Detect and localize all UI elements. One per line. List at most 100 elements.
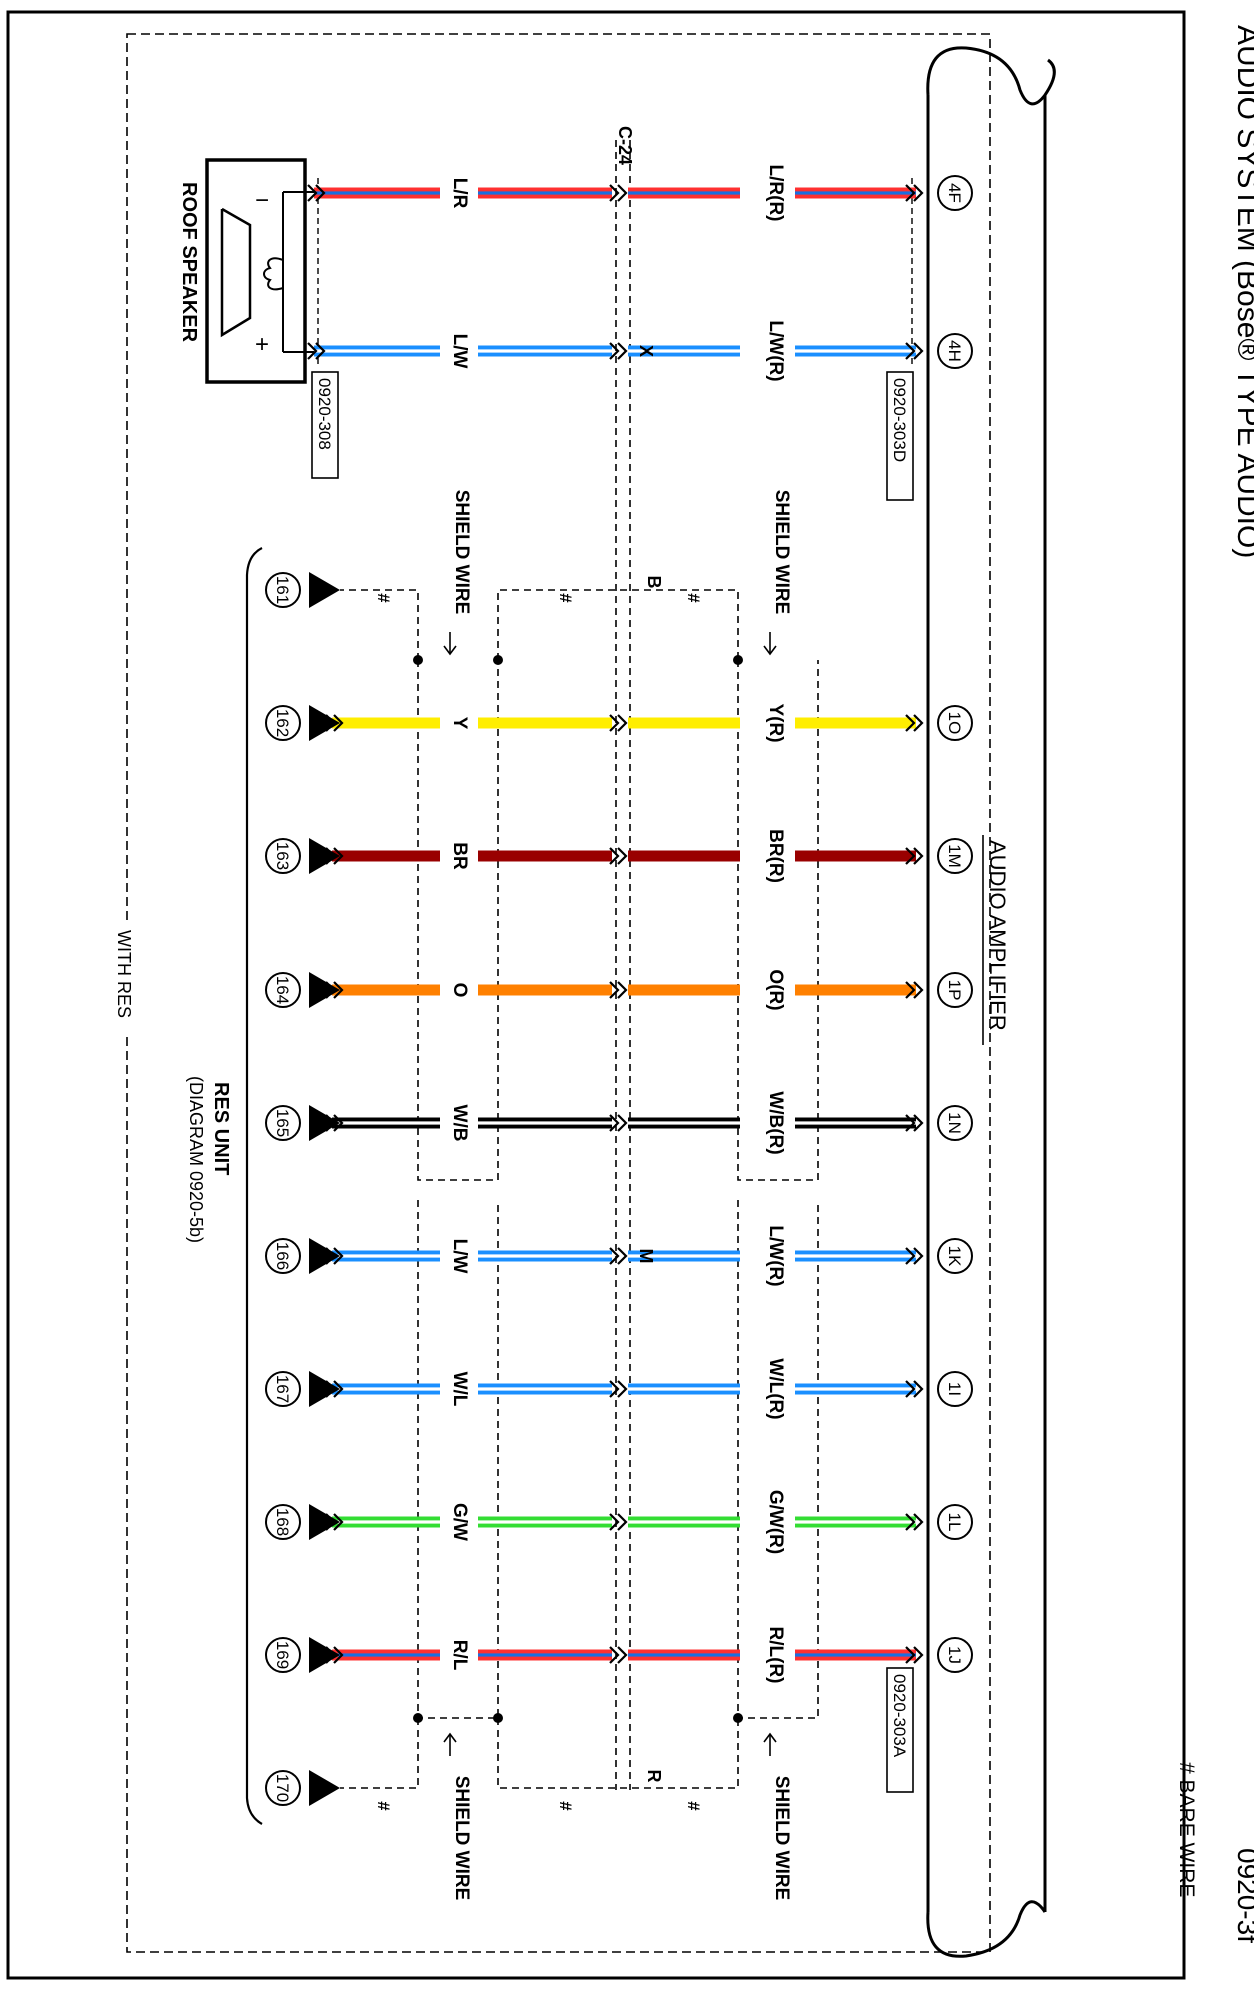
res-wire-1m-chevron-0 [905,847,924,865]
res-pin-170-label-group: 170 [273,1774,292,1802]
shield-res-lower-box [417,1200,499,1719]
res-wire-1l-left-label: G/W [449,1503,470,1541]
res-pin-163-label: 163 [273,842,292,870]
speaker-wire-4f-chevron-1 [609,184,628,202]
connector-tag-amp-top: 0920-303D [886,371,914,501]
res-pin-162-triangle [309,705,340,741]
res-wire-1l-tracer-2 [478,1520,612,1524]
speaker-wire-4f-left-label: L/R [449,178,470,209]
res-pin-165-triangle [309,1105,340,1141]
shield-junction-dot-0 [413,655,423,665]
res-wire-1k-joint-pin-group: M [636,1249,656,1264]
res-pin-164-label: 164 [273,976,292,1004]
speaker-coil [263,257,284,291]
joint-pin-top: B [644,576,664,589]
amp-pin-1o-label-group: 1O [945,712,964,735]
amp-pin-1n-label: 1N [945,1112,964,1134]
res-pin-167-circle [265,1371,301,1407]
bare-wire-top-res [340,589,419,660]
bare-wire-bottom-mid [497,1718,739,1789]
res-pin-166-label-group: 166 [273,1242,292,1270]
speaker-wire-4h-left-label-group: L/W [449,334,470,369]
res-pin-162-label: 162 [273,709,292,737]
res-wire-1l-left-label-group: G/W [449,1503,470,1541]
speaker-wire-4f-chevron-2 [307,184,326,202]
bare-mark-5: # [684,1801,703,1811]
res-wire-1i-right-label-group: W/L(R) [765,1358,786,1419]
res-wire-1p-segment-1 [628,984,740,996]
amp-pin-4f-label-group: 4F [945,183,964,203]
amp-pin-4f-label: 4F [945,183,964,203]
res-wire-1k-joint-pin: M [636,1249,656,1264]
res-pin-169-label: 169 [273,1641,292,1669]
res-pin-168-label-group: 168 [273,1508,292,1536]
bare-mark-0-group: # [374,593,393,603]
res-pin-163-label-group: 163 [273,842,292,870]
res-pin-170-triangle [309,1770,340,1806]
res-pin-161-circle [265,572,301,608]
res-wire-1l-right-label: G/W(R) [765,1490,786,1554]
joint-pin-bottom: R [644,1770,664,1783]
bare-wire-legend: # BARE WIRE [1175,1762,1198,1897]
bare-mark-2-group: # [684,593,703,603]
res-wire-1n-left-label-group: W/B [449,1105,470,1142]
res-wire-1m-chevron-1 [609,847,628,865]
res-pin-162-label-group: 162 [273,709,292,737]
connector-tag-speaker: 0920-308 [311,371,339,479]
shield-junction-dot-3 [413,1713,423,1723]
res-wire-1k-left-label: L/W [449,1239,470,1274]
pin-layer: 4F4H1O1621M1631P1641N1651K1661I1671L1681… [265,175,973,1806]
res-wire-1p-chevron-1 [609,981,628,999]
res-unit-label: RES UNIT [210,1082,232,1175]
res-wire-1k-right-label: L/W(R) [765,1225,786,1286]
res-wire-1p-segment-3 [332,984,440,996]
res-wire-1i-right-label: W/L(R) [765,1358,786,1419]
res-wire-1o-segment-2 [478,717,612,729]
res-wire-1k-tracer-1 [628,1254,740,1258]
res-wire-1m-left-label: BR [449,842,470,870]
amp-pin-1m-label: 1M [945,844,964,868]
res-wire-1j-right-label-group: R/L(R) [765,1627,786,1684]
res-wire-1l-chevron-0 [905,1513,924,1531]
res-wire-1l-tracer-1 [628,1520,740,1524]
res-wire-1i-left-label-group: W/L [449,1372,470,1407]
res-pin-165-label: 165 [273,1109,292,1137]
speaker-wire-4h-right-label: L/W(R) [765,320,786,381]
res-pin-163-triangle [309,838,340,874]
res-pin-168-label: 168 [273,1508,292,1536]
res-wire-1i-left-label: W/L [449,1372,470,1407]
res-wire-1l-tracer-0 [795,1520,916,1524]
res-pin-170-circle [265,1770,301,1806]
res-wire-1j-left-label-group: R/L [449,1640,470,1671]
res-pin-161-triangle [309,572,340,608]
shield-label-res-bottom-arrow-head [443,1732,457,1743]
res-wire-1l-right-label-group: G/W(R) [765,1490,786,1554]
res-wire-1k-tracer-0 [795,1254,916,1258]
res-pin-166-label: 166 [273,1242,292,1270]
amp-pin-1l-label-group: 1L [945,1513,964,1532]
speaker-wire-4f-right-label: L/R(R) [765,165,786,222]
res-wire-1n-right-label: W/B(R) [765,1091,786,1154]
amp-pin-1j-label-group: 1J [945,1646,964,1664]
res-pin-169-triangle [309,1637,340,1673]
res-wire-1n-tracer-0 [795,1121,916,1125]
res-wire-1n-tracer-2 [478,1121,612,1125]
res-pin-161-label-group: 161 [273,576,292,604]
speaker-minus-sign: − [255,187,269,214]
res-wire-1o-left-label-group: Y [449,717,470,730]
res-wire-1n-chevron-0 [905,1114,924,1132]
speaker-wire-4h-chevron-0 [905,342,924,360]
shield-junction-dot-1 [493,655,503,665]
connector-amp-top-text: 0920-303D [890,378,909,462]
speaker-wire-4h-tracer-1 [628,349,740,353]
bare-mark-0: # [374,593,393,603]
res-wire-1m-right-label: BR(R) [765,829,786,883]
speaker-wire-4f-tracer-1 [628,191,740,195]
shield-label-amp-bottom: SHIELD WIRE [771,1776,792,1901]
res-wire-1p-left-label-group: O [449,983,470,998]
amp-pin-1k-circle [937,1238,973,1274]
amp-pin-4f-circle [937,175,973,211]
res-pin-164-circle [265,972,301,1008]
